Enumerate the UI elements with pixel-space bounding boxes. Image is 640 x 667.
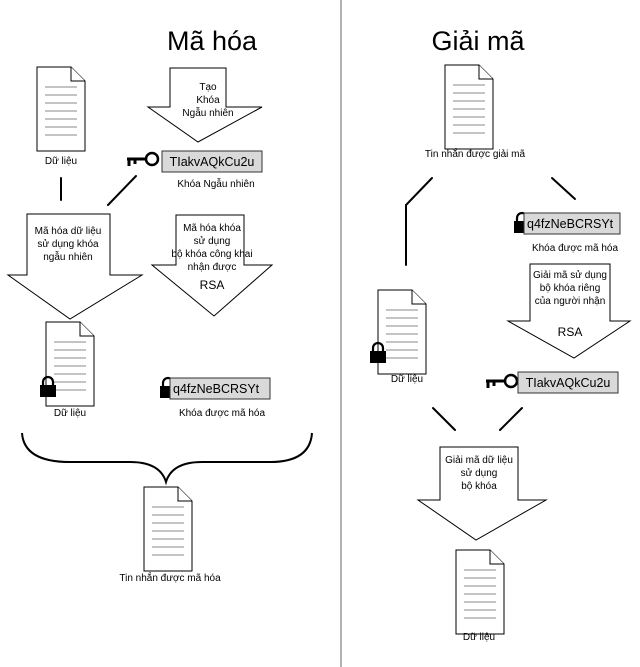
random-key-box — [161, 150, 263, 173]
generate-key-arrow — [146, 67, 263, 143]
encrypt-data-line-1: Mã hóa dữ liệu — [35, 226, 102, 237]
received-message-document-icon — [444, 64, 494, 150]
connector-line — [551, 177, 576, 200]
encrypt-key-line-3: bộ khóa công khai — [171, 249, 252, 260]
combine-brace — [21, 432, 313, 486]
generate-key-line-1: Tạo — [199, 82, 217, 93]
encrypt-key-line-1: Mã hóa khóa — [183, 223, 241, 234]
decrypt-encrypted-key-text: q4fzNeBCRSYt — [527, 217, 614, 231]
data-label: Dữ liệu — [45, 156, 77, 167]
random-key-label: Khóa Ngẫu nhiên — [177, 177, 254, 190]
decrypt-key-line-2: bộ khóa riêng — [540, 283, 601, 294]
decrypt-data-line-1: Giải mã dữ liệu — [445, 455, 513, 466]
decrypt-title: Giải mã — [431, 26, 525, 56]
decrypted-message-label: Tin nhắn được giải mã — [425, 147, 526, 160]
encrypt-key-algo: RSA — [200, 278, 225, 292]
decrypt-key-line-3: của người nhận — [535, 295, 606, 307]
recovered-key-box — [517, 371, 619, 394]
encrypt-data-line-2: sử dụng khóa — [37, 238, 99, 250]
decrypt-data-label: Dữ liệu — [391, 374, 423, 385]
encrypted-key-text: q4fzNeBCRSYt — [173, 382, 260, 396]
generate-key-line-3: Ngẫu nhiên — [182, 106, 233, 119]
decrypt-encrypted-key-box — [523, 212, 621, 235]
encrypted-key-label: Khóa được mã hóa — [179, 408, 266, 419]
connector-line — [405, 177, 433, 266]
encrypt-key-arrow — [150, 214, 274, 317]
random-key-icon — [125, 151, 160, 168]
connector-line — [432, 407, 456, 431]
connector-line — [499, 407, 523, 431]
connector-line — [107, 175, 137, 206]
encrypt-title: Mã hóa — [167, 26, 258, 56]
decrypt-data-line-3: bộ khóa — [461, 481, 497, 492]
data-document-icon — [36, 66, 86, 152]
generate-key-line-2: Khóa — [196, 95, 220, 106]
recovered-key-icon — [484, 373, 519, 390]
decrypt-encrypted-key-label: Khóa được mã hóa — [532, 243, 619, 254]
encrypted-message-label: Tin nhắn được mã hóa — [119, 571, 221, 584]
random-key-text: TIakvAQkCu2u — [170, 155, 255, 169]
decrypt-key-line-1: Giải mã sử dụng — [533, 269, 607, 281]
result-data-label: Dữ liệu — [463, 632, 495, 643]
result-data-document-icon — [455, 549, 505, 635]
decrypt-data-arrow — [416, 446, 548, 541]
decrypt-data-line-2: sử dụng — [461, 467, 498, 479]
decrypt-key-algo: RSA — [558, 325, 583, 339]
recovered-key-text: TIakvAQkCu2u — [526, 376, 611, 390]
encrypted-data-label: Dữ liệu — [54, 408, 86, 419]
decrypt-key-arrow — [506, 263, 632, 359]
encrypt-data-arrow — [6, 213, 144, 320]
encrypt-key-line-4: nhận được — [188, 262, 237, 273]
encrypted-message-document-icon — [143, 486, 193, 572]
encrypted-key-box — [169, 377, 271, 400]
encrypt-data-line-3: ngẫu nhiên — [43, 250, 93, 263]
encrypt-key-line-2: sử dụng — [194, 235, 231, 247]
